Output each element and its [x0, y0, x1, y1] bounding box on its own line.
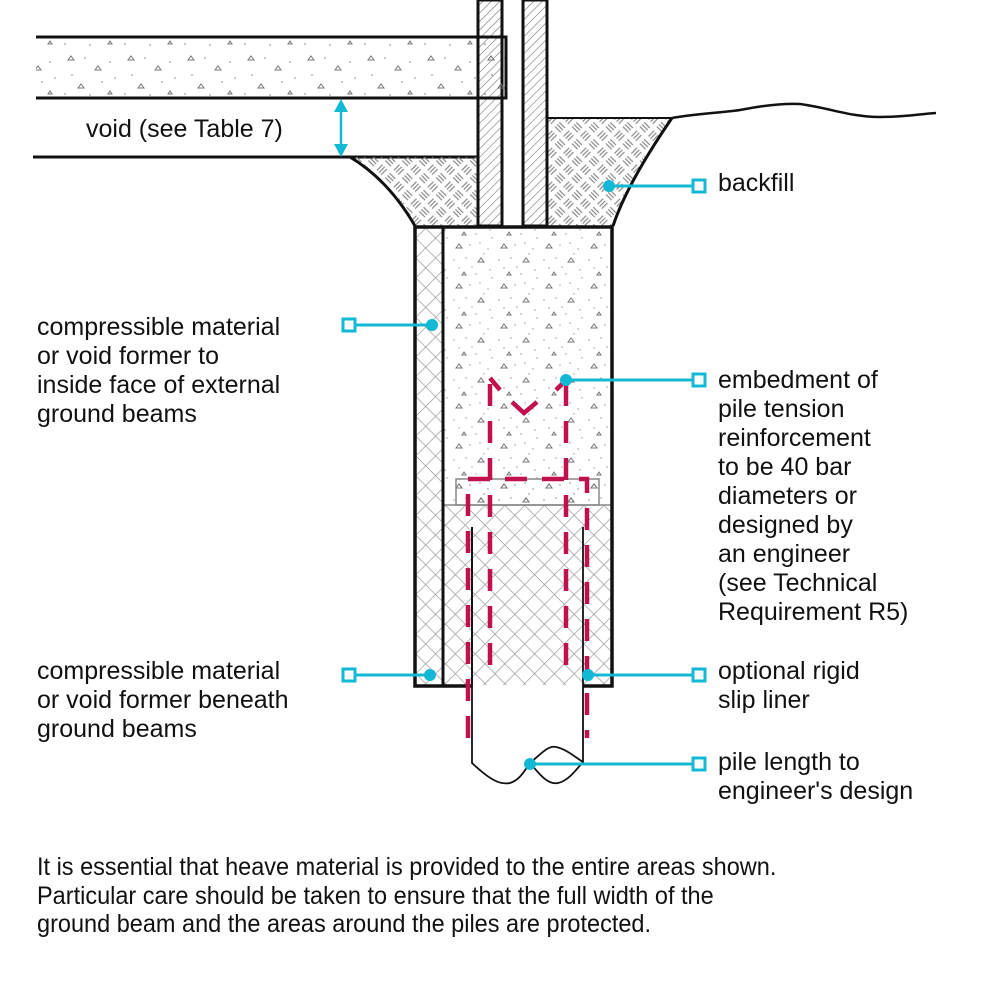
tension-reinforcement [465, 380, 590, 738]
label-embedment: embedment of pile tension reinforcement … [718, 366, 909, 626]
leader-dot-icon [582, 669, 594, 681]
compressible-side [415, 227, 443, 686]
leader-slip-liner [582, 667, 707, 683]
void-dimension-arrow [334, 99, 348, 157]
backfill-left [350, 157, 478, 226]
leader-dot-icon [424, 669, 436, 681]
wall-right-leaf [521, 0, 549, 228]
leader-pile-length [524, 756, 707, 772]
leader-square-icon [691, 756, 707, 772]
leader-square-icon [341, 667, 357, 683]
label-slip-liner: optional rigid slip liner [718, 657, 860, 714]
leader-lines [341, 178, 707, 772]
label-pile-length: pile length to engineer's design [718, 748, 914, 805]
leader-square-icon [691, 667, 707, 683]
label-compressible-beneath: compressible material or void former ben… [37, 657, 289, 743]
label-compressible-inside: compressible material or void former to … [37, 313, 281, 428]
leader-compressible-beneath [341, 667, 436, 683]
leader-embedment [560, 372, 707, 388]
wall-left-leaf [476, 0, 504, 228]
leader-square-icon [691, 372, 707, 388]
footnote: It is essential that heave material is p… [37, 853, 777, 938]
ground-surface [671, 102, 937, 120]
ground-beam [31, 35, 508, 100]
leader-backfill [603, 178, 707, 194]
leader-dot-icon [603, 180, 615, 192]
leader-square-icon [341, 317, 357, 333]
label-backfill: backfill [718, 169, 795, 197]
backfill-right [547, 118, 672, 226]
leader-dot-icon [560, 374, 572, 386]
pile-cap-concrete [443, 227, 612, 505]
leader-square-icon [691, 178, 707, 194]
leader-compressible-inside [341, 317, 438, 333]
leader-dot-icon [426, 319, 438, 331]
leader-dot-icon [524, 758, 536, 770]
label-void: void (see Table 7) [86, 115, 283, 143]
